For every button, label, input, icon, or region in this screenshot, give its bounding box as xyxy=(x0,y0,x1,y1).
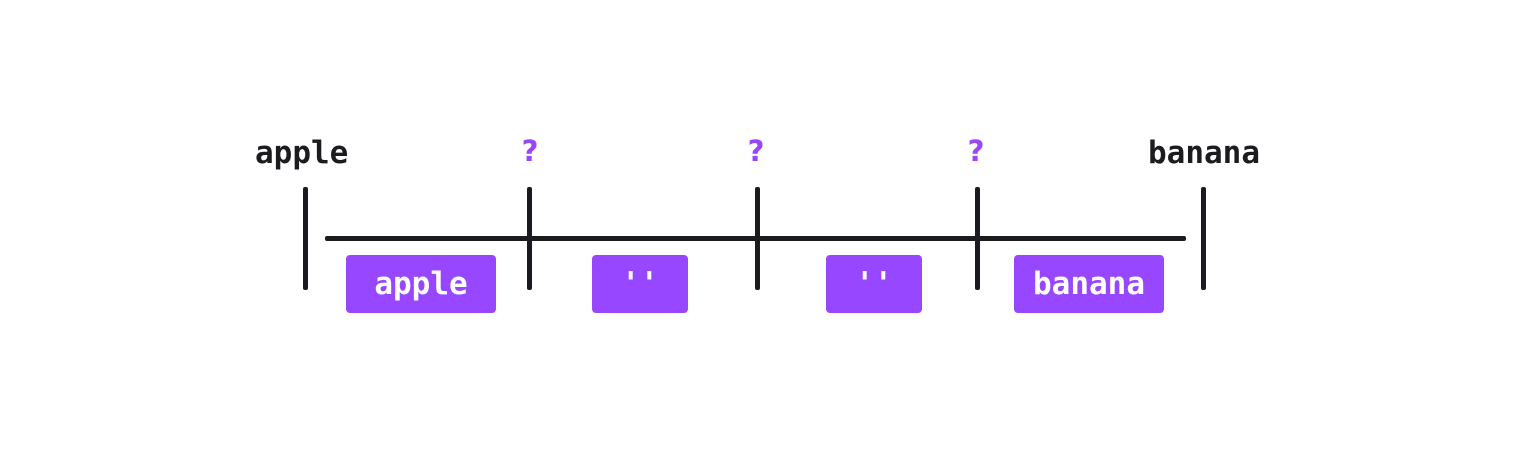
end-endpoint-label: banana xyxy=(1148,135,1260,171)
split-point-unknown-2: ? xyxy=(747,134,765,168)
start-boundary-tick xyxy=(303,187,308,290)
segment-chip-4: banana xyxy=(1014,255,1164,313)
split-point-unknown-1: ? xyxy=(521,134,539,168)
start-endpoint-label: apple xyxy=(255,135,349,171)
split-point-unknown-3: ? xyxy=(967,134,985,168)
segment-chip-1: apple xyxy=(346,255,496,313)
end-boundary-tick xyxy=(1201,187,1206,290)
range-line xyxy=(325,236,1186,241)
segment-chip-2: '' xyxy=(592,255,688,313)
segment-chip-3: '' xyxy=(826,255,922,313)
